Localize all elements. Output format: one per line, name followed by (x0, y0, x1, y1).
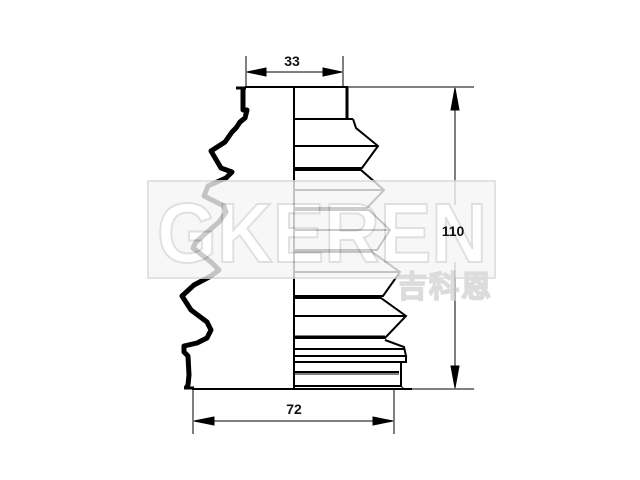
dimension-bottom-diameter (192, 389, 395, 434)
dimension-top-label: 33 (284, 53, 300, 69)
watermark-brand-cn: 吉科恩 (397, 270, 493, 305)
dimension-bottom-label: 72 (286, 401, 302, 417)
watermark-brand: GKEREN (157, 186, 487, 280)
dimension-height (348, 86, 474, 390)
dimension-top-diameter (245, 56, 344, 87)
watermark: GKEREN 吉科恩 (147, 180, 496, 306)
dimension-height-label: 110 (442, 223, 465, 239)
